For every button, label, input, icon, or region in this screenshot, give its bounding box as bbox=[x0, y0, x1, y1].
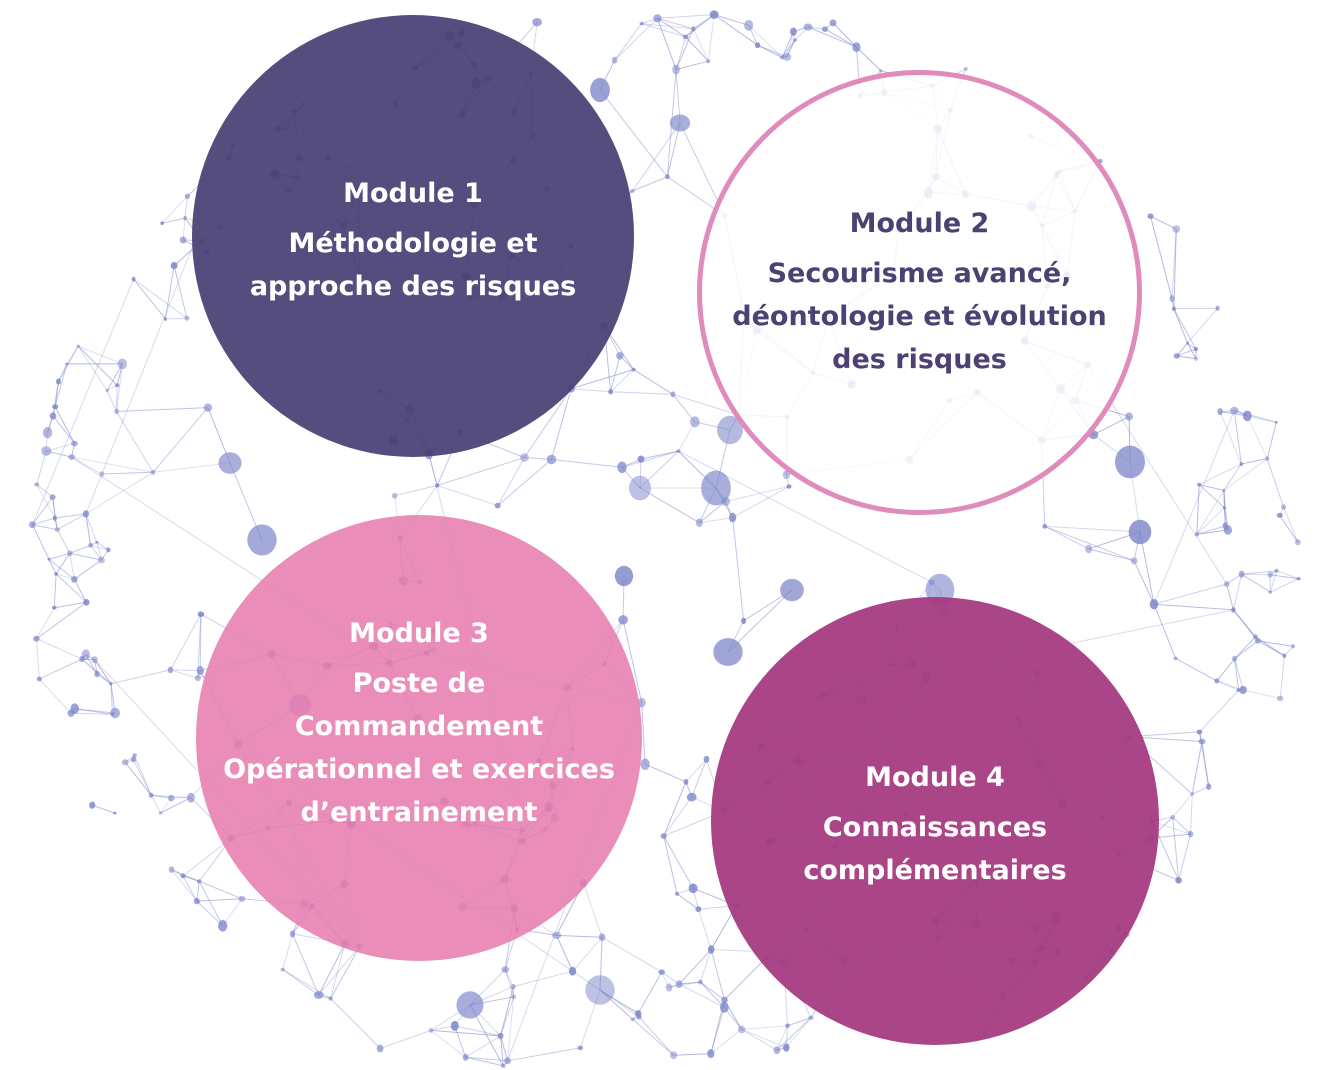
module-4-title-line: Connaissances bbox=[822, 812, 1048, 843]
module-3-title-line: Commandement bbox=[294, 711, 544, 742]
module-2-title-line: des risques bbox=[832, 344, 1007, 375]
module-2-circle: Module 2 Secourisme avancé, déontologie … bbox=[697, 70, 1142, 515]
module-1-title-line: Méthodologie et bbox=[288, 228, 538, 259]
module-1-title: Méthodologie et approche des risques bbox=[250, 222, 576, 308]
module-2-label: Module 2 bbox=[849, 208, 990, 239]
module-2-title-line: déontologie et évolution bbox=[732, 301, 1107, 332]
module-3-title-line: d’entrainement bbox=[300, 797, 538, 828]
module-4-circle: Module 4 Connaissances complémentaires bbox=[711, 597, 1159, 1045]
module-2-title-line: Secourisme avancé, bbox=[767, 258, 1072, 289]
module-4-title: Connaissances complémentaires bbox=[803, 806, 1066, 892]
module-3-title: Poste de Commandement Opérationnel et ex… bbox=[223, 662, 615, 834]
module-1-circle: Module 1 Méthodologie et approche des ri… bbox=[192, 15, 634, 457]
module-3-title-line: Poste de bbox=[352, 668, 486, 699]
module-3-circle: Module 3 Poste de Commandement Opération… bbox=[196, 515, 642, 961]
module-1-title-line: approche des risques bbox=[249, 271, 577, 302]
module-3-title-line: Opérationnel et exercices bbox=[223, 754, 615, 785]
module-2-title: Secourisme avancé, déontologie et évolut… bbox=[732, 252, 1106, 381]
module-1-label: Module 1 bbox=[343, 178, 483, 209]
module-4-label: Module 4 bbox=[865, 762, 1005, 793]
module-4-title-line: complémentaires bbox=[803, 855, 1067, 886]
module-3-label: Module 3 bbox=[349, 618, 489, 649]
